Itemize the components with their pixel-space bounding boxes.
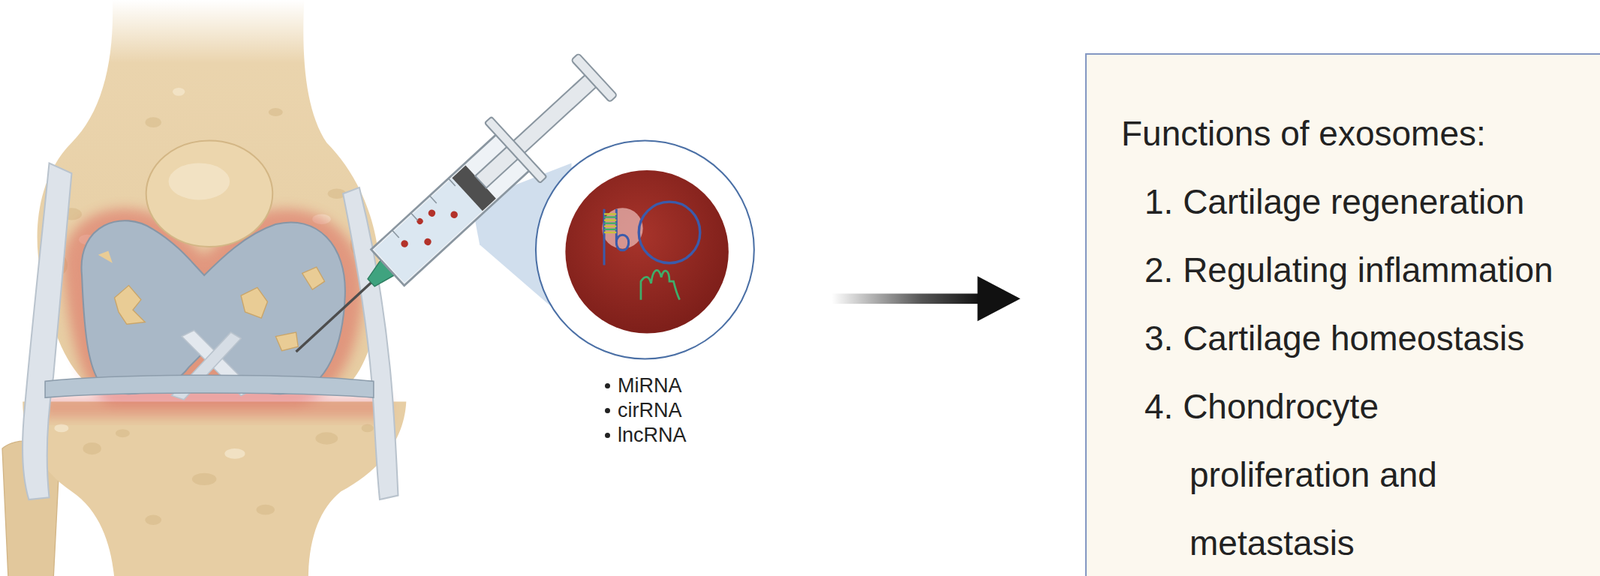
rna-label: lncRNA [617,423,687,449]
bullet-dot [604,433,611,439]
rna-label: cirRNA [617,398,683,424]
box-heading: Functions of exosomes: [1121,99,1600,169]
rna-item: cirRNA [604,398,687,424]
list-item: 2. Regulating inflammation [1144,236,1567,305]
bullet-dot [604,408,611,414]
list-item: 1. Cartilage regeneration [1144,168,1567,237]
rna-label: MiRNA [617,373,683,399]
function-box: Functions of exosomes:1. Cartilage regen… [1085,53,1600,576]
list-item: 3. Cartilage homeostasis [1144,304,1567,373]
rna-item: lncRNA [604,423,687,449]
rna-list: MiRNAcirRNAlncRNA [604,373,687,449]
bullet-dot [604,383,611,389]
list-item: 4. Chondrocyte proliferation and metasta… [1144,372,1567,576]
rna-item: MiRNA [604,373,687,399]
